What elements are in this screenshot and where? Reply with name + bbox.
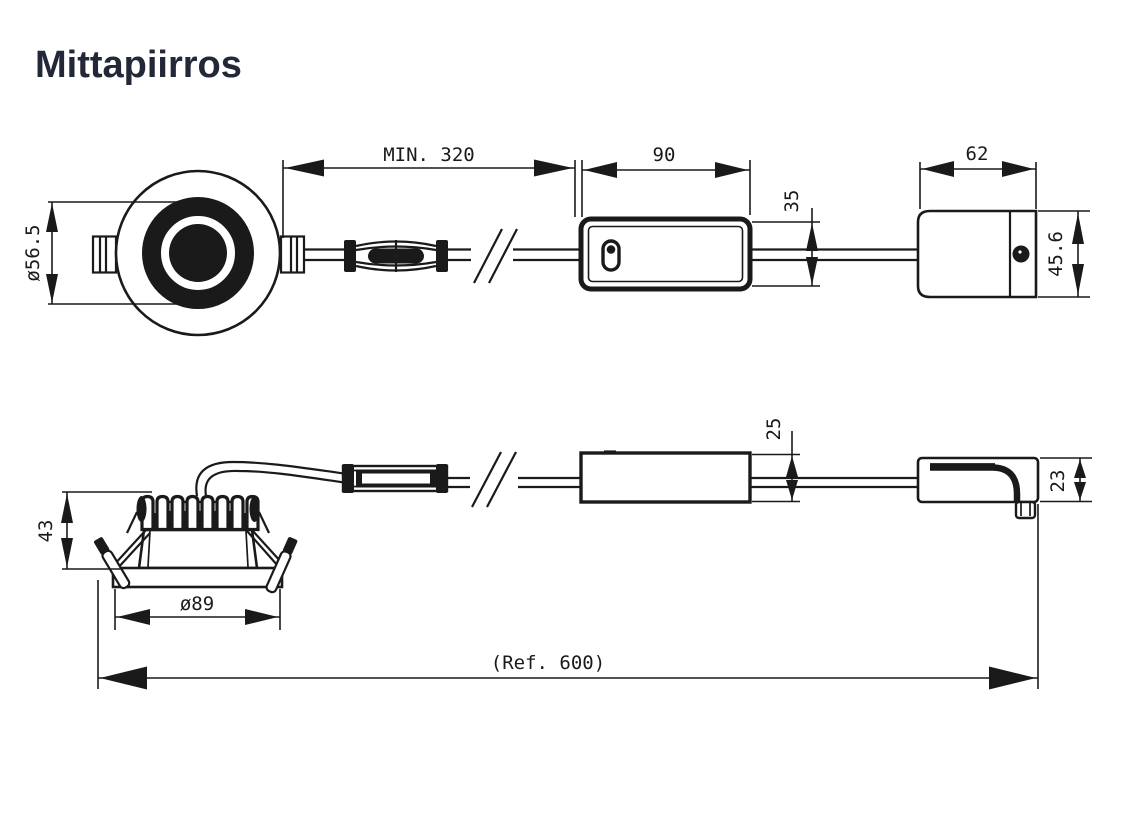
connector-end-cap — [436, 240, 448, 272]
cable-top-view — [303, 248, 918, 262]
screw-head — [1012, 245, 1030, 263]
top-view: ø56.5 MIN. 320 90 — [22, 143, 1090, 337]
connector-end-cap — [344, 240, 356, 272]
inline-connector-top — [344, 240, 448, 272]
dim-label-flange-diameter: ø89 — [180, 593, 214, 615]
dim-connection-box-height: 23 — [1040, 457, 1092, 503]
inline-connector-side — [341, 464, 449, 493]
driver-box-side — [579, 450, 752, 504]
dim-label-fixture-diameter: ø56.5 — [22, 224, 44, 281]
cable-side-view — [447, 476, 918, 489]
heatsink-fins — [126, 494, 270, 534]
side-view: 43 ø89 25 — [35, 418, 1092, 690]
page-title: Mittapiirros — [35, 44, 242, 86]
cable-exit-curves — [195, 460, 345, 497]
driver-slot-dot — [606, 245, 616, 254]
spring-clip-right — [246, 528, 298, 594]
cable-break-side — [471, 451, 517, 508]
dim-min-cable-length: MIN. 320 — [282, 144, 576, 238]
mounting-tab-right — [279, 235, 306, 274]
bezel-ring — [142, 197, 254, 309]
cable-break-top — [473, 228, 518, 284]
dim-label-driver-height: 25 — [763, 418, 785, 441]
dim-label-connection-box-width: 45.6 — [1045, 231, 1067, 277]
dim-label-recess-height: 43 — [35, 520, 57, 543]
dim-label-connection-box-height: 23 — [1047, 470, 1069, 493]
lens-center — [169, 224, 227, 282]
dim-driver-length: 90 — [581, 144, 751, 217]
dim-label-min-cable-length: MIN. 320 — [383, 144, 475, 166]
trim-flange — [111, 566, 284, 589]
driver-box-top — [578, 216, 753, 292]
dim-label-driver-width: 35 — [781, 190, 803, 213]
mounting-tab-bottom — [1014, 500, 1037, 520]
strain-relief-curve — [930, 464, 1021, 501]
connector-end-cap — [436, 464, 448, 493]
connector-end-cap — [342, 464, 354, 493]
mounting-tab-left — [91, 235, 118, 274]
downlight-side-view — [94, 460, 345, 594]
dim-connection-box-width: 45.6 — [1038, 210, 1090, 298]
dim-label-driver-length: 90 — [653, 144, 676, 166]
dim-driver-height: 25 — [752, 418, 800, 503]
dim-fixture-diameter: ø56.5 — [22, 201, 190, 305]
downlight-front-view — [91, 169, 306, 337]
dim-label-connection-box-length: 62 — [966, 143, 989, 165]
dim-connection-box-length: 62 — [919, 143, 1037, 209]
dim-flange-diameter: ø89 — [114, 589, 281, 630]
connection-box-top — [916, 209, 1038, 299]
fixture-body — [137, 528, 259, 570]
connection-box-side — [916, 456, 1040, 520]
dim-recess-height: 43 — [35, 491, 152, 570]
dim-overall-reference-length: (Ref. 600) — [97, 504, 1039, 690]
dim-label-overall-reference-length: (Ref. 600) — [491, 652, 605, 674]
dim-driver-width: 35 — [752, 190, 820, 287]
